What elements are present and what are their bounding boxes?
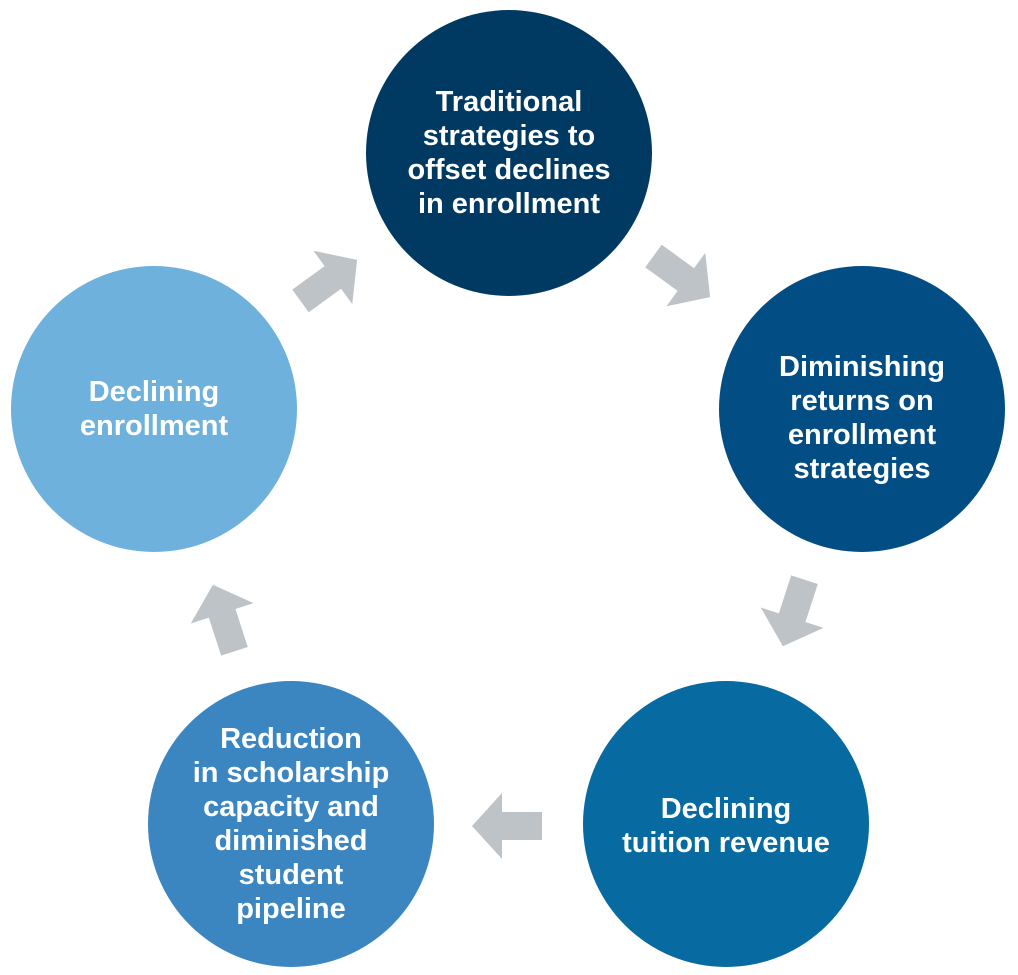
arrow-1-to-2 [645, 244, 711, 307]
cycle-node-label: Diminishing returns on enrollment strate… [779, 351, 945, 485]
arrow-5-to-1 [292, 250, 358, 313]
cycle-node-declining-tuition-revenue: Declining tuition revenue [583, 681, 869, 967]
cycle-node-label: Declining enrollment [79, 376, 229, 442]
arrow-3-to-4 [472, 793, 542, 859]
cycle-node-reduction-in-scholarship: Reduction in scholarship capacity and di… [148, 681, 434, 967]
cycle-node-diminishing-returns: Diminishing returns on enrollment strate… [719, 266, 1005, 552]
cycle-node-traditional-strategies: Traditional strategies to offset decline… [366, 10, 652, 296]
cycle-node-label: Reduction in scholarship capacity and di… [192, 723, 390, 925]
arrow-4-to-5 [190, 584, 254, 656]
cycle-node-declining-enrollment: Declining enrollment [11, 266, 297, 552]
cycle-node-label: Traditional strategies to offset decline… [407, 86, 611, 220]
arrow-2-to-3 [760, 575, 824, 647]
cycle-node-label: Declining tuition revenue [622, 793, 830, 859]
